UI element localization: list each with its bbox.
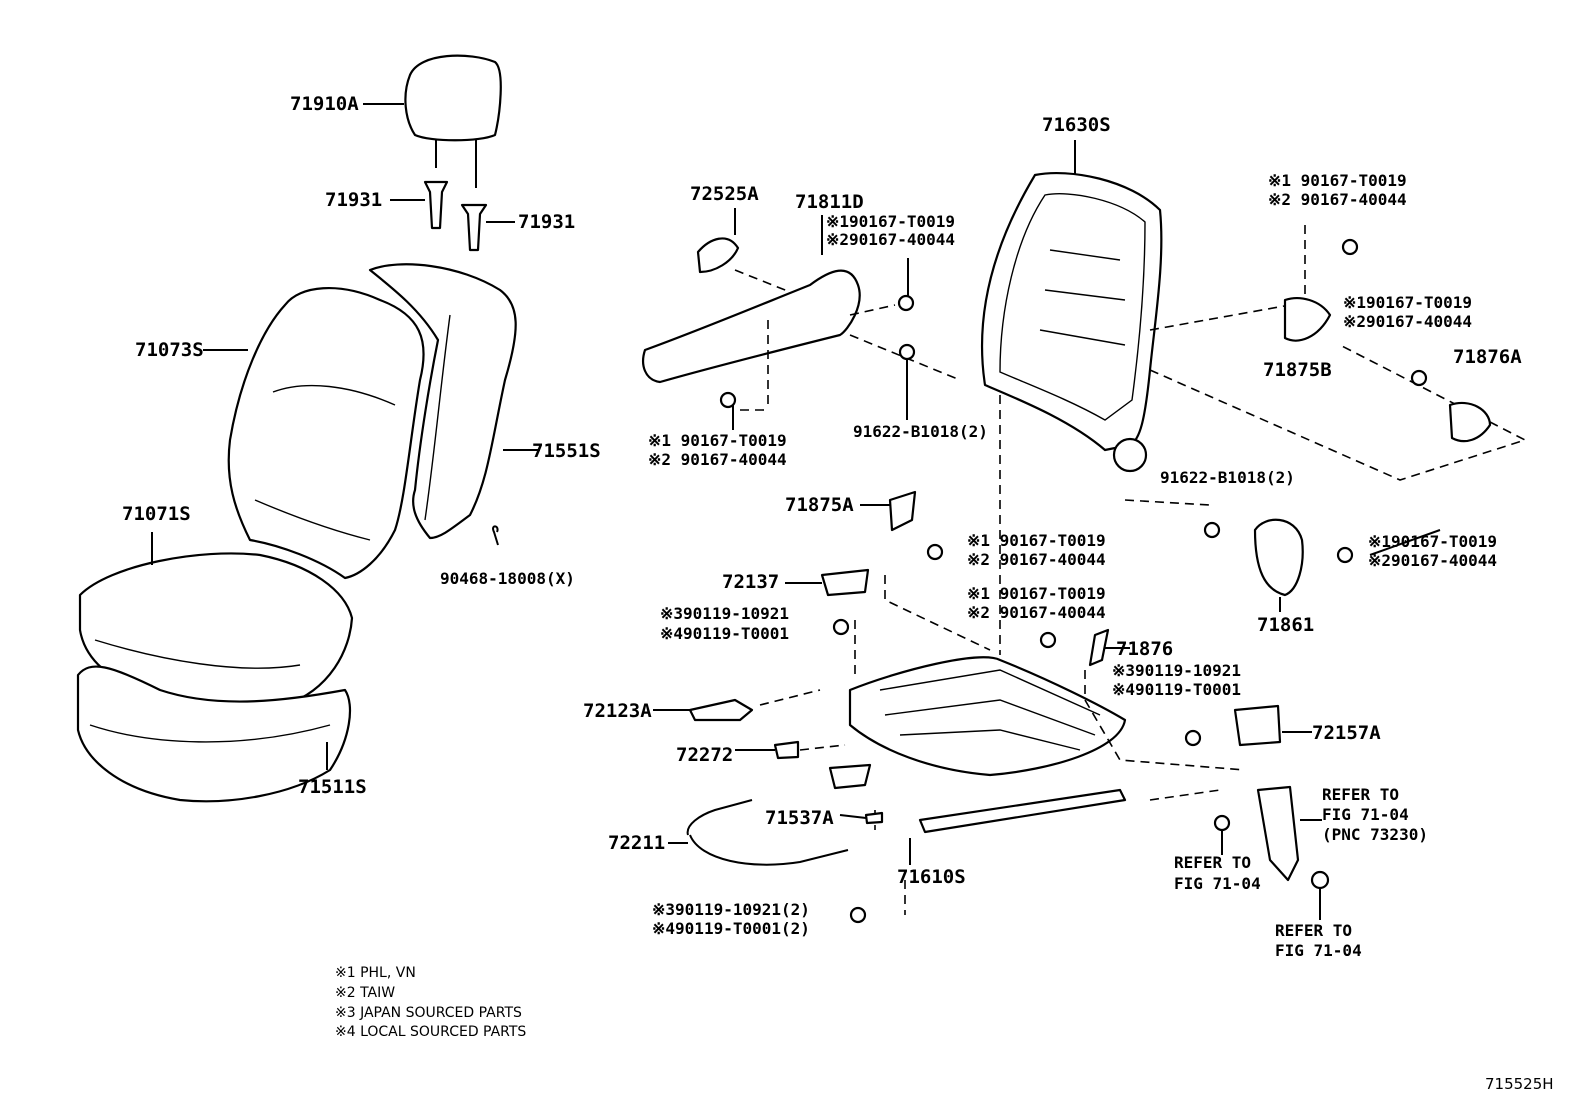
- label-90468: 90468-18008(X): [440, 569, 575, 588]
- note-71876-1: ※1 90167-T0019: [967, 584, 1106, 603]
- note-71876a-1: ※190167-T0019: [1343, 293, 1472, 312]
- label-71811D: 71811D: [795, 191, 864, 213]
- refer-1-line1: REFER TO: [1322, 785, 1400, 804]
- seatback-frame-drawing: [980, 140, 1528, 655]
- note-right-top-2: ※2 90167-40044: [1268, 190, 1407, 209]
- note-71876-2: ※2 90167-40044: [967, 603, 1106, 622]
- label-71875B: 71875B: [1263, 359, 1332, 381]
- note-71811d-2: ※290167-40044: [826, 230, 955, 249]
- refer-2-line2: FIG 71-04: [1174, 874, 1261, 893]
- note-71811d-1: ※190167-T0019: [826, 212, 955, 231]
- note-71861-2: ※290167-40044: [1368, 551, 1497, 570]
- label-71071S: 71071S: [122, 503, 191, 525]
- note-left-bolt-1: ※1 90167-T0019: [648, 431, 787, 450]
- seat-adjuster-drawing: [759, 575, 1246, 915]
- label-71861: 71861: [1257, 614, 1315, 636]
- headrest-guide-drawings: [390, 180, 515, 252]
- label-71630S: 71630S: [1042, 114, 1111, 136]
- label-71876: 71876: [1116, 638, 1174, 660]
- seat-pad-drawing: [76, 665, 352, 803]
- refer-1-line2: FIG 71-04: [1322, 805, 1409, 824]
- note-71876a-2: ※290167-40044: [1343, 312, 1472, 331]
- clip-drawing: [492, 525, 499, 546]
- label-72211: 72211: [608, 832, 666, 854]
- note-right-top-1: ※1 90167-T0019: [1268, 171, 1407, 190]
- label-72123A: 72123A: [583, 700, 652, 722]
- label-71910A: 71910A: [290, 93, 359, 115]
- note-72137-1: ※390119-10921: [660, 604, 789, 623]
- label-91622-2: 91622-B1018(2): [1160, 468, 1295, 487]
- label-71537A: 71537A: [765, 807, 834, 829]
- label-72272: 72272: [676, 744, 734, 766]
- side-shield-drawing: [642, 208, 961, 430]
- bolt-drawings: [719, 238, 1428, 924]
- label-71073S: 71073S: [135, 339, 204, 361]
- note-71875a-1: ※1 90167-T0019: [967, 531, 1106, 550]
- refer-3-line1: REFER TO: [1275, 921, 1353, 940]
- label-72137: 72137: [722, 571, 780, 593]
- figure-id: 715525H: [1485, 1075, 1554, 1093]
- headrest-drawing: [363, 54, 502, 188]
- label-72157A: 72157A: [1312, 722, 1381, 744]
- label-91622-1: 91622-B1018(2): [853, 422, 988, 441]
- refer-3-line2: FIG 71-04: [1275, 941, 1362, 960]
- label-71931-right: 71931: [518, 211, 576, 233]
- legend-1: ※1 PHL, VN: [335, 965, 416, 981]
- refer-2-line1: REFER TO: [1174, 853, 1252, 872]
- small-parts-drawing: [653, 490, 1322, 920]
- seatback-cover-drawing: [203, 286, 425, 580]
- refer-1-line3: (PNC 73230): [1322, 825, 1428, 844]
- note-71861-1: ※190167-T0019: [1368, 532, 1497, 551]
- label-71875A: 71875A: [785, 494, 854, 516]
- label-71511S: 71511S: [298, 776, 367, 798]
- note-bottom-bolt-2: ※490119-T0001(2): [652, 919, 810, 938]
- legend-4: ※4 LOCAL SOURCED PARTS: [335, 1024, 527, 1040]
- label-71876A: 71876A: [1453, 346, 1522, 368]
- legend-3: ※3 JAPAN SOURCED PARTS: [335, 1005, 522, 1021]
- note-71875a-2: ※2 90167-40044: [967, 550, 1106, 569]
- note-71876b-2: ※490119-T0001: [1112, 680, 1241, 699]
- covers-drawing: [1253, 297, 1492, 612]
- note-72137-2: ※490119-T0001: [660, 624, 789, 643]
- legend-2: ※2 TAIW: [335, 985, 396, 1001]
- label-72525A: 72525A: [690, 183, 759, 205]
- note-left-bolt-2: ※2 90167-40044: [648, 450, 787, 469]
- label-71931-left: 71931: [325, 189, 383, 211]
- seatback-pad-drawing: [368, 263, 540, 540]
- label-71610S: 71610S: [897, 866, 966, 888]
- note-71876b-1: ※390119-10921: [1112, 661, 1241, 680]
- label-71551S: 71551S: [532, 440, 601, 462]
- note-bottom-bolt-1: ※390119-10921(2): [652, 900, 810, 919]
